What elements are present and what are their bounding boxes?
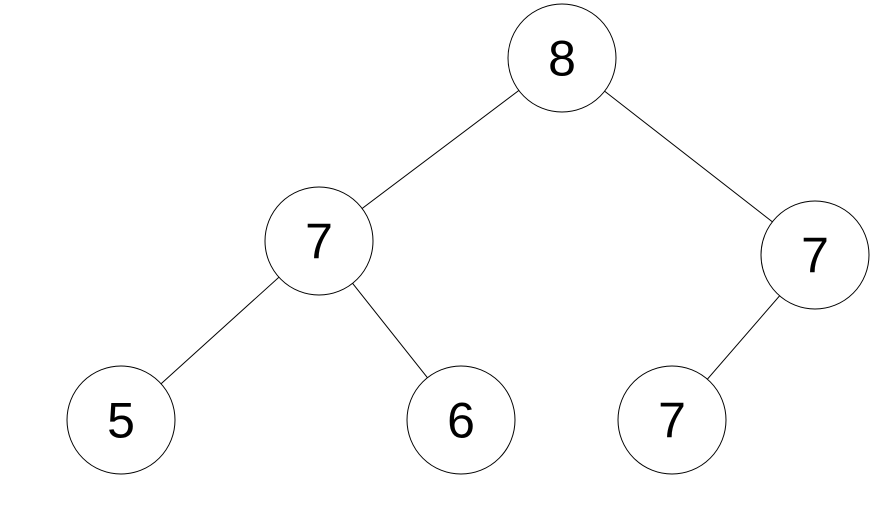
tree-node-lr: 6 (406, 365, 516, 475)
tree-node-label: 7 (801, 228, 829, 284)
tree-node-l: 7 (264, 186, 374, 296)
tree-node-label: 7 (658, 393, 686, 449)
tree-node-circle (760, 200, 870, 310)
tree-node-label: 6 (447, 393, 475, 449)
tree-node-circle (66, 365, 176, 475)
tree-node-r: 7 (760, 200, 870, 310)
tree-edges (120, 57, 816, 421)
tree-node-label: 8 (548, 31, 576, 87)
tree-node-label: 5 (107, 393, 135, 449)
tree-node-circle (406, 365, 516, 475)
tree-nodes: 8 7 7 5 6 7 (66, 3, 870, 475)
tree-node-root: 8 (507, 3, 617, 113)
tree-node-label: 7 (305, 214, 333, 270)
tree-node-circle (507, 3, 617, 113)
tree-node-circle (264, 186, 374, 296)
tree-node-circle (617, 365, 727, 475)
tree-node-ll: 5 (66, 365, 176, 475)
tree-node-rl: 7 (617, 365, 727, 475)
